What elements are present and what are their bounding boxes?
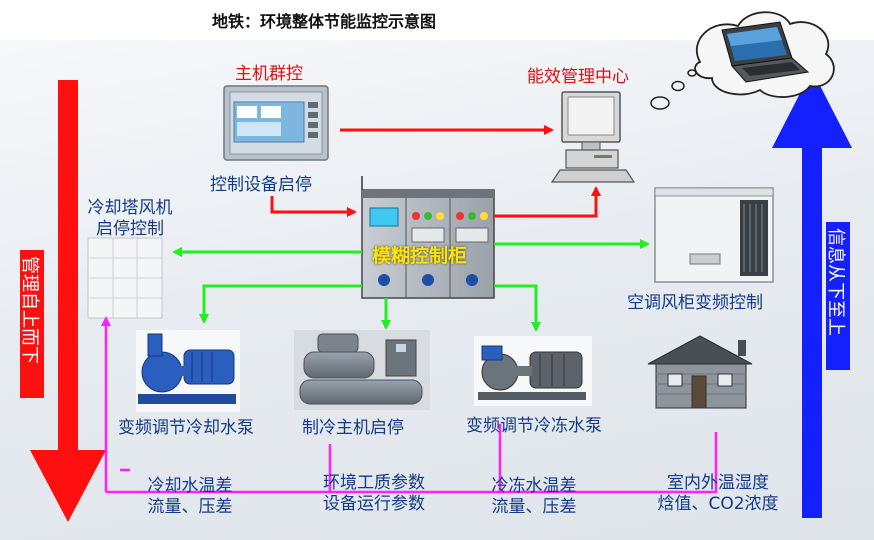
indoor-outdoor-params: 室内外温湿度 焓值、CO2浓度 — [640, 473, 796, 515]
environment-params: 环境工质参数 设备运行参数 — [303, 473, 445, 515]
indoor-params-line2: 焓值、CO2浓度 — [657, 494, 779, 514]
information-banner-text: 信息从下至上 — [825, 228, 846, 336]
chiller-label: 制冷主机启停 — [302, 418, 404, 438]
env-params-line2: 设备运行参数 — [323, 494, 425, 514]
chilled-pump-image — [474, 336, 592, 406]
monitor-icon — [550, 91, 636, 183]
cooling-pump-label: 变频调节冷却水泵 — [118, 418, 254, 438]
magenta-feedback-lines — [101, 316, 718, 494]
management-banner — [20, 250, 44, 398]
ac-cabinet-label: 空调风柜变频控制 — [627, 293, 763, 313]
cooling-water-params: 冷却水温差 流量、压差 — [130, 476, 250, 518]
indoor-params-line1: 室内外温湿度 — [667, 473, 769, 493]
env-params-line1: 环境工质参数 — [323, 473, 425, 493]
management-arrow — [30, 80, 106, 522]
cooling-params-line2: 流量、压差 — [147, 497, 233, 517]
main-group-control-label: 主机群控 — [235, 64, 303, 84]
information-arrow — [772, 70, 852, 518]
chilled-params-line1: 冷冻水温差 — [491, 476, 577, 496]
cooling-tower-label-line1: 冷却塔风机 — [87, 198, 173, 218]
chilled-pump-label: 变频调节冷冻水泵 — [466, 416, 602, 436]
chilled-water-params: 冷冻水温差 流量、压差 — [474, 476, 594, 518]
cooling-tower-label-line2: 启停控制 — [96, 219, 164, 239]
green-control-arrows — [172, 239, 650, 332]
cooling-params-line1: 冷却水温差 — [147, 476, 233, 496]
page-title: 地铁：环境整体节能监控示意图 — [212, 12, 437, 31]
chilled-params-line2: 流量、压差 — [491, 497, 577, 517]
cooling-tower-image — [87, 237, 163, 319]
fuzzy-cabinet-image — [361, 176, 495, 299]
control-start-stop-label: 控制设备启停 — [210, 175, 312, 195]
red-control-arrows — [270, 125, 601, 218]
thought-bubbles — [650, 69, 697, 110]
cooling-tower-label: 冷却塔风机 启停控制 — [78, 198, 182, 240]
house-image — [647, 335, 753, 409]
fuzzy-cabinet-label: 模糊控制柜 — [372, 245, 468, 267]
chiller-image — [294, 330, 430, 410]
laptop-icon — [721, 21, 810, 83]
ac-unit-image — [654, 187, 774, 283]
management-banner-text: 管理自上而下 — [19, 256, 40, 364]
information-banner — [826, 222, 850, 370]
cooling-pump-image — [136, 330, 240, 412]
energy-center-label: 能效管理中心 — [527, 67, 629, 87]
hmi-panel-image — [223, 85, 329, 161]
